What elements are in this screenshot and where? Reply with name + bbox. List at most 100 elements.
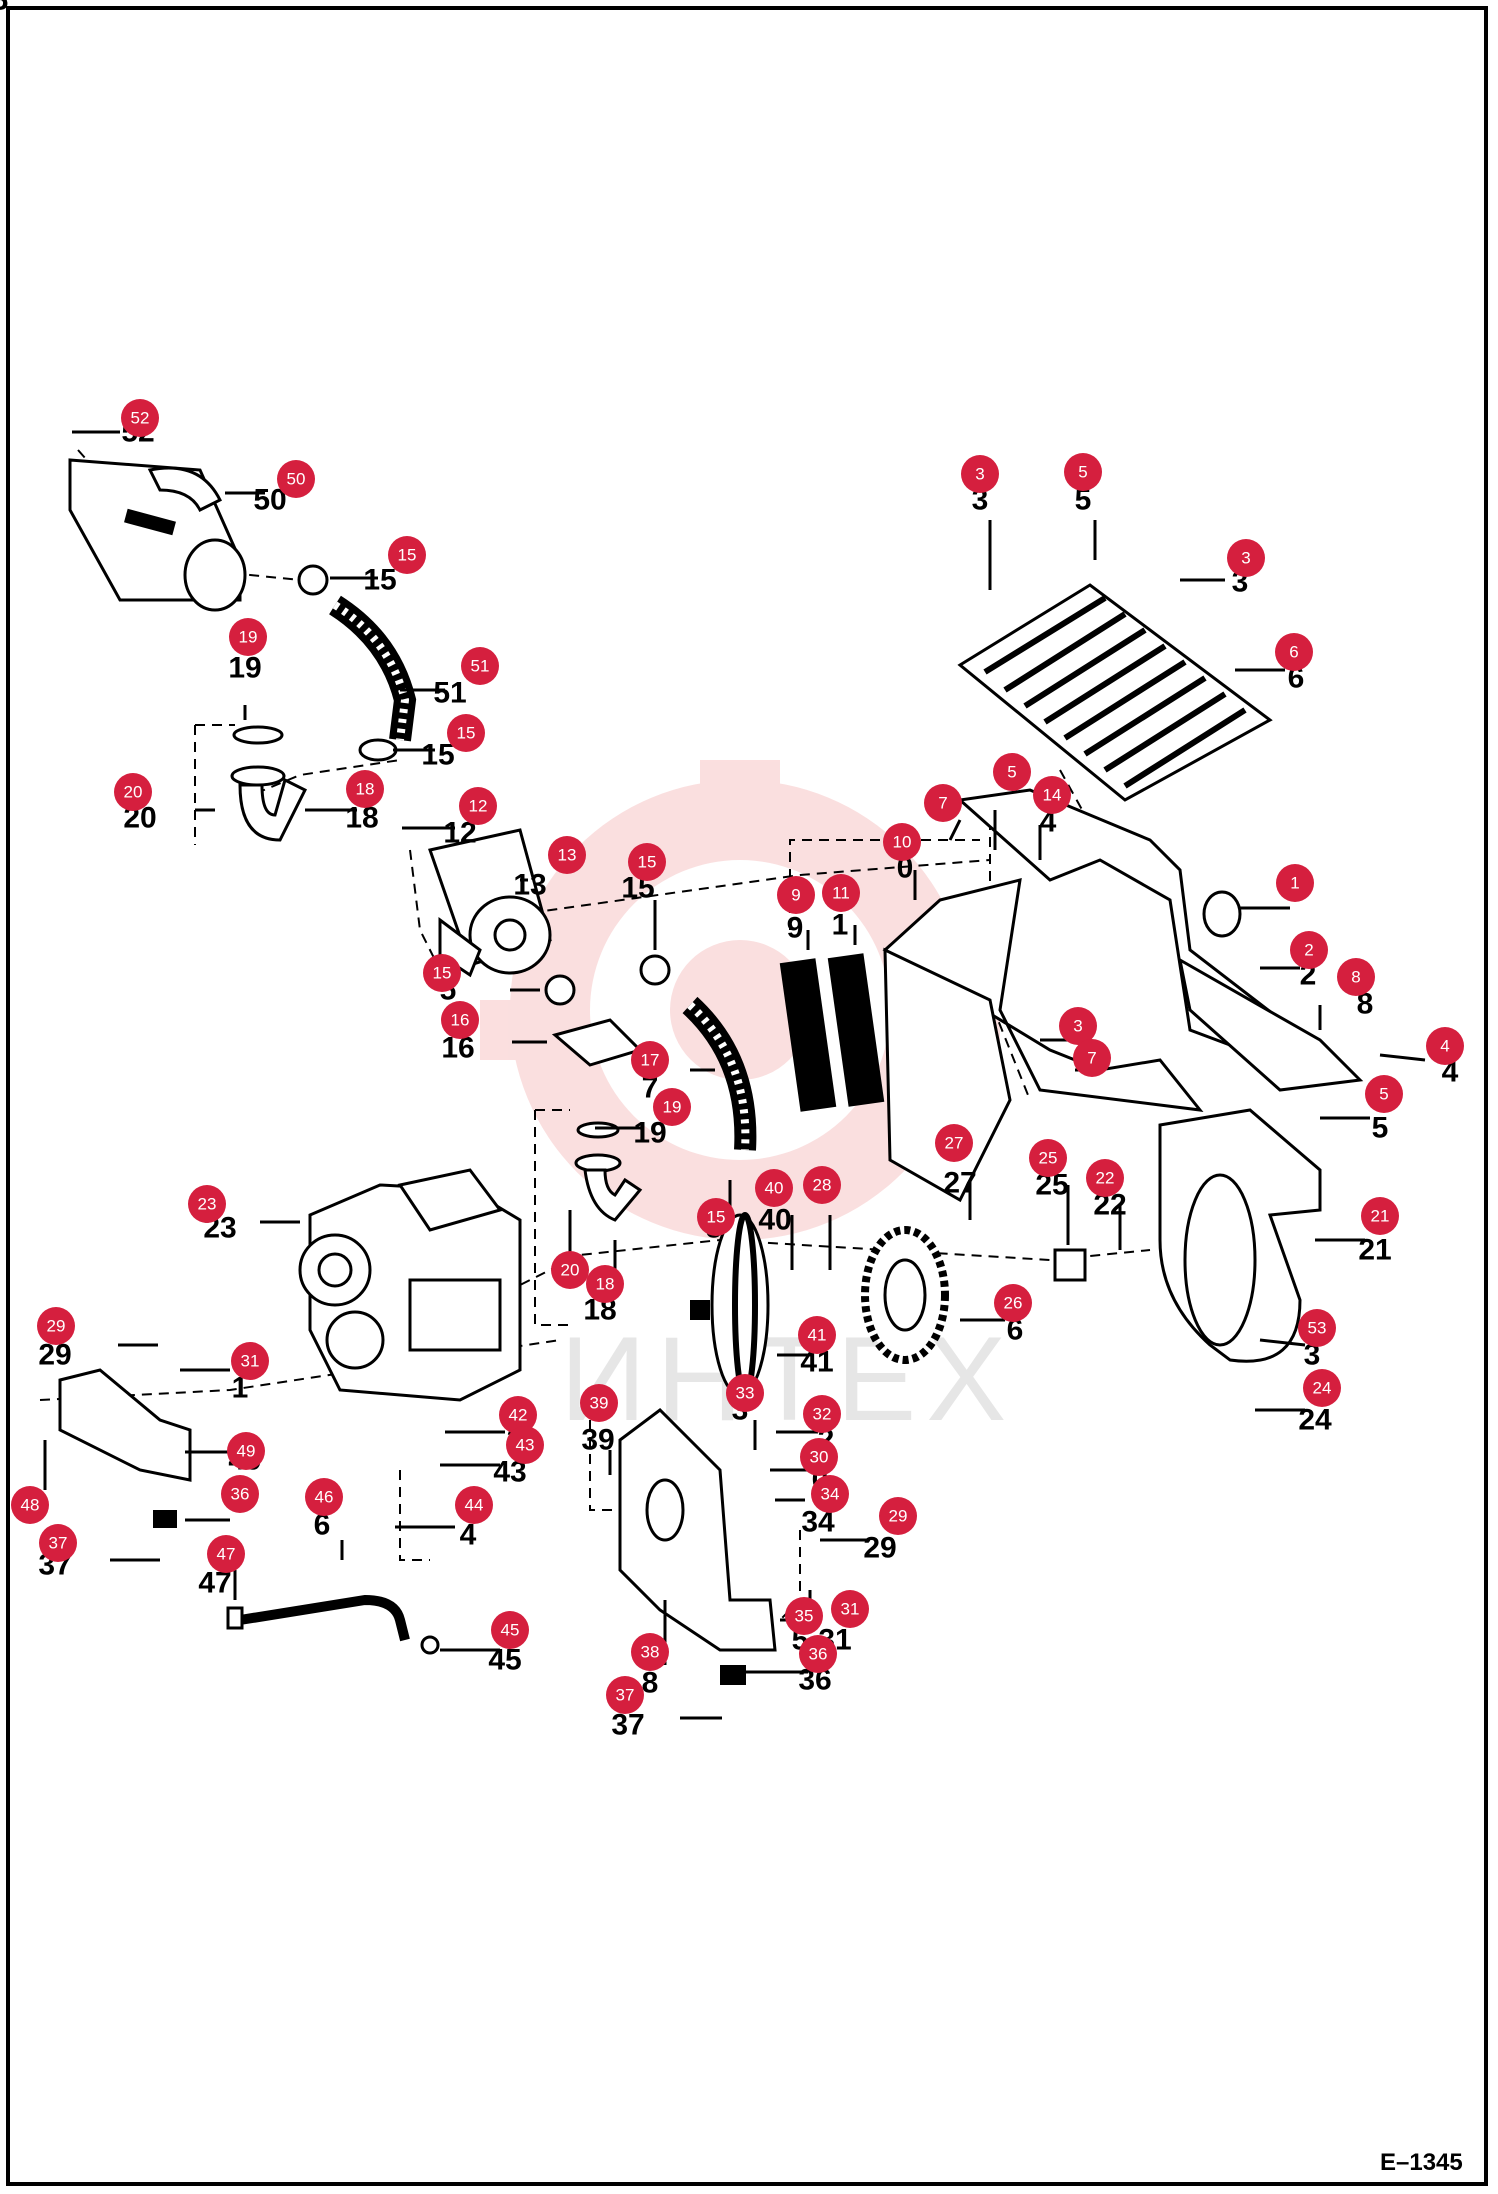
part-number-label: 21	[1358, 1234, 1391, 1267]
callout-badge	[1059, 1007, 1097, 1045]
callout-badge	[459, 787, 497, 825]
callout-badge	[1029, 1139, 1067, 1177]
callout-badge-number: 46	[315, 1488, 334, 1507]
elbow-part-upper	[230, 725, 308, 842]
shroud-part	[882, 788, 1364, 1203]
callout-badge	[229, 618, 267, 656]
callout-badge	[777, 876, 815, 914]
callout-badge	[551, 1251, 589, 1289]
callout-badge-number: 20	[561, 1261, 580, 1280]
callout-badge-number: 37	[49, 1534, 68, 1553]
part-number-label: 39	[581, 1424, 614, 1457]
callout-badge-number: 4	[1440, 1037, 1449, 1056]
callout-badge-number: 35	[795, 1607, 814, 1626]
callout-badge	[799, 1635, 837, 1673]
page-frame	[6, 6, 1488, 2186]
callout-badge-number: 18	[356, 780, 375, 799]
callout-badge	[1276, 864, 1314, 902]
callout-badge-number: 19	[663, 1098, 682, 1117]
callout-badge	[388, 536, 426, 574]
part-number-label: 1	[832, 909, 849, 942]
callout-badge-number: 31	[241, 1352, 260, 1371]
part-number-label: 24	[1298, 1404, 1332, 1437]
callout-badge	[961, 455, 999, 493]
callout-badge	[924, 784, 962, 822]
callout-badge-number: 47	[217, 1545, 236, 1564]
callout-badge-number: 5	[1078, 463, 1087, 482]
callout-badge	[1064, 453, 1102, 491]
callout-badge	[499, 1396, 537, 1434]
part-number-label: 8	[0, 0, 8, 17]
callout-badge	[277, 460, 315, 498]
callout-badge-number: 42	[509, 1406, 528, 1425]
callout-badge	[822, 874, 860, 912]
callout-badge	[114, 773, 152, 811]
callout-badge-number: 11	[832, 884, 850, 903]
callout-badge-number: 25	[1039, 1149, 1058, 1168]
callout-badge	[188, 1185, 226, 1223]
hub-part	[1053, 1248, 1087, 1282]
callout-badge	[785, 1597, 823, 1635]
callout-badge	[548, 836, 586, 874]
callout-badge-number: 43	[516, 1436, 535, 1455]
fuel-line-part	[239, 1594, 410, 1642]
callout-badge-number: 18	[596, 1275, 615, 1294]
figure-code: E–1345	[1380, 2149, 1463, 2176]
callout-badge-number: 7	[938, 794, 947, 813]
callout-badge	[441, 1001, 479, 1039]
callout-badge-number: 49	[237, 1442, 256, 1461]
callout-badge-number: 15	[398, 546, 417, 565]
callout-badge-number: 29	[889, 1507, 908, 1526]
callout-badge-number: 2	[1304, 941, 1313, 960]
part-number-label: 5	[1372, 1112, 1389, 1145]
part-number-label: 7	[642, 1072, 659, 1105]
flywheel-part	[690, 1212, 770, 1398]
callout-badge	[461, 647, 499, 685]
mount-bracket-part	[58, 1368, 192, 1482]
callout-badge-number: 21	[1371, 1207, 1390, 1226]
callout-badge-number: 16	[451, 1011, 470, 1030]
callout-badge	[423, 954, 461, 992]
callout-badge-number: 5	[1379, 1085, 1388, 1104]
callout-badge-number: 29	[47, 1317, 66, 1336]
part-number-label: 29	[863, 1532, 896, 1565]
callout-badge-number: 32	[813, 1405, 832, 1424]
mount-plate-part	[618, 1408, 777, 1652]
callout-badge	[1298, 1309, 1336, 1347]
callout-badge	[1073, 1039, 1111, 1077]
callout-badge-number: 33	[736, 1384, 755, 1403]
callout-badge-number: 53	[1308, 1319, 1327, 1338]
callout-badge	[1337, 958, 1375, 996]
callout-badge	[628, 843, 666, 881]
leader-line	[948, 819, 962, 841]
callout-badge-number: 8	[1351, 968, 1360, 987]
part-number-label: 6	[0, 0, 8, 17]
part-number-label: 27	[943, 1167, 976, 1200]
callout-badge	[879, 1497, 917, 1535]
callout-badge-number: 48	[21, 1496, 40, 1515]
seal-ring-part	[1202, 890, 1242, 938]
callout-badge	[207, 1535, 245, 1573]
callout-badge-number: 45	[501, 1621, 520, 1640]
callout-badge	[803, 1395, 841, 1433]
callout-badge	[580, 1384, 618, 1422]
callout-badge-number: 19	[239, 628, 258, 647]
callout-badge	[39, 1524, 77, 1562]
callout-badge-number: 24	[1313, 1379, 1332, 1398]
callout-badge-number: 26	[1004, 1294, 1023, 1313]
part-number-label: 8	[642, 1667, 659, 1700]
part-number-label: 19	[228, 652, 261, 685]
clamp-part	[297, 564, 329, 596]
callout-badge-number: 15	[433, 964, 452, 983]
callout-badge	[305, 1478, 343, 1516]
callout-badge-number: 36	[231, 1485, 250, 1504]
callout-badge	[1290, 931, 1328, 969]
callout-badge	[447, 714, 485, 752]
callout-badge	[1426, 1027, 1464, 1065]
part-number-label: 40	[758, 1204, 791, 1237]
part-number-label: 13	[513, 869, 546, 902]
callout-badge	[803, 1166, 841, 1204]
callout-badge-number: 7	[1087, 1049, 1096, 1068]
part-number-label: 8	[1357, 988, 1374, 1021]
